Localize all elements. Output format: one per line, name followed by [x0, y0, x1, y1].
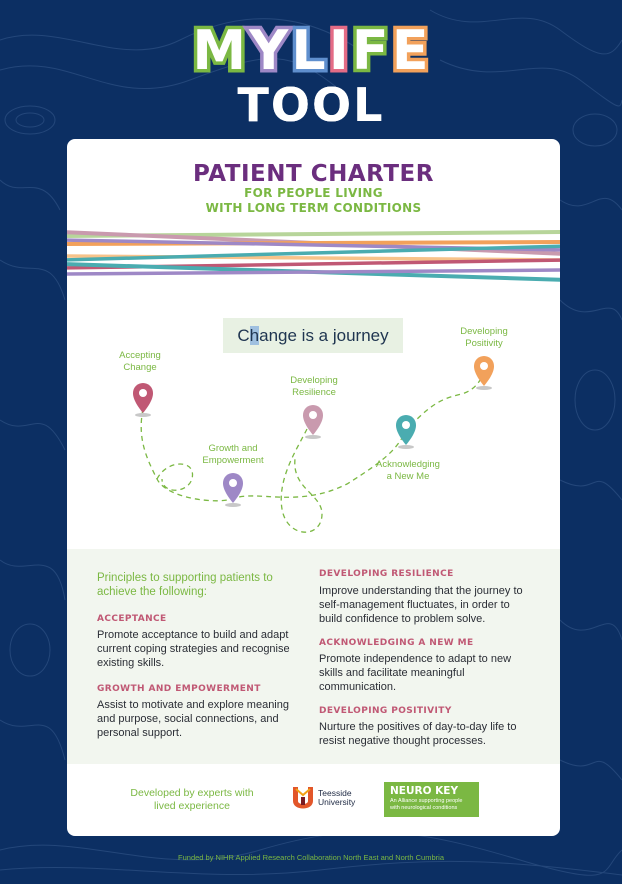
pin-developing-positivity [474, 356, 494, 390]
stage-label-line: a New Me [386, 471, 430, 482]
principle-heading-growth: GROWTH AND EMPOWERMENT [97, 684, 261, 694]
stage-label-developing-positivity: Developing Positivity [447, 326, 521, 350]
developed-by-text: Developed by experts with lived experien… [130, 787, 254, 812]
stage-label-line: Empowerment [202, 455, 264, 466]
principle-heading-positivity: DEVELOPING POSITIVITY [319, 706, 452, 716]
charter-title: PATIENT CHARTER [193, 161, 434, 187]
stage-label-line: Resilience [292, 387, 336, 398]
stage-label-developing-resilience: Developing Resilience [277, 375, 351, 399]
pin-growth-empowerment [223, 473, 243, 507]
color-stripes [67, 230, 560, 282]
principle-heading-resilience: DEVELOPING RESILIENCE [319, 569, 454, 579]
logo-letter-fill: L [291, 19, 327, 82]
logo-letter-fill: Y [249, 19, 290, 82]
pin-accepting-change [133, 383, 153, 417]
stage-label-line: Acknowledging [376, 459, 440, 470]
neuro-key-title: NEURO KEY [390, 785, 459, 797]
logo-letter-fill: M [192, 19, 248, 82]
principle-heading-new-me: ACKNOWLEDGING A NEW ME [319, 638, 474, 648]
pin-acknowledging-new-me [396, 415, 416, 449]
journey-title-highlight: h [249, 326, 260, 345]
stage-label-line: Change [123, 362, 157, 373]
charter-card: PATIENT CHARTER FOR PEOPLE LIVING WITH L… [67, 139, 560, 836]
teesside-university-logo: Teesside University [291, 784, 381, 812]
stage-label-line: Growth and [208, 443, 258, 454]
stage-label-line: Accepting [119, 350, 161, 361]
pin-developing-resilience [303, 405, 323, 439]
principle-heading-acceptance: ACCEPTANCE [97, 614, 167, 624]
teesside-name: Teesside University [318, 789, 355, 807]
principles-section: Principles to supporting patients to ach… [67, 549, 560, 764]
principle-text-positivity: Nurture the positives of day-to-day life… [319, 721, 517, 747]
stage-label-line: Developing [290, 375, 338, 386]
neuro-key-logo: NEURO KEY An Alliance supporting people … [384, 782, 479, 817]
teesside-name-line: Teesside [318, 788, 352, 798]
stage-label-accepting-change: Accepting Change [105, 350, 175, 374]
logo-letter-fill: I [328, 19, 350, 82]
journey-path [140, 363, 488, 502]
principles-intro: Principles to supporting patients to ach… [97, 572, 273, 598]
logo-tool: TOOL [237, 78, 385, 132]
funding-note: Funded by NIHR Applied Research Collabor… [178, 853, 444, 862]
stage-label-acknowledging-new-me: Acknowledging a New Me [363, 459, 453, 483]
journey-title-start: C [237, 326, 250, 345]
principle-text-growth: Assist to motivate and explore meaning a… [97, 699, 289, 739]
teesside-emblem-icon [293, 787, 313, 809]
teesside-name-line: University [318, 797, 356, 807]
charter-subtitle-line1: FOR PEOPLE LIVING [244, 186, 383, 200]
charter-subtitle-line2: WITH LONG TERM CONDITIONS [205, 201, 422, 215]
logo-letter-fill: F [351, 19, 390, 82]
stage-label-growth-empowerment: Growth and Empowerment [193, 443, 273, 467]
journey-title-box: Change is a journey [223, 318, 403, 353]
stage-label-line: Developing [460, 326, 508, 337]
logo-letter-fill: E [391, 19, 430, 82]
principle-text-acceptance: Promote acceptance to build and adapt cu… [97, 629, 290, 669]
principle-text-new-me: Promote independence to adapt to new ski… [319, 653, 512, 693]
stage-label-line: Positivity [465, 338, 503, 349]
journey-map [133, 356, 494, 533]
neuro-key-subtitle: An Alliance supporting people with neuro… [390, 798, 463, 811]
journey-title-end: ange is a journey [259, 326, 389, 345]
principle-text-resilience: Improve understanding that the journey t… [319, 585, 523, 625]
